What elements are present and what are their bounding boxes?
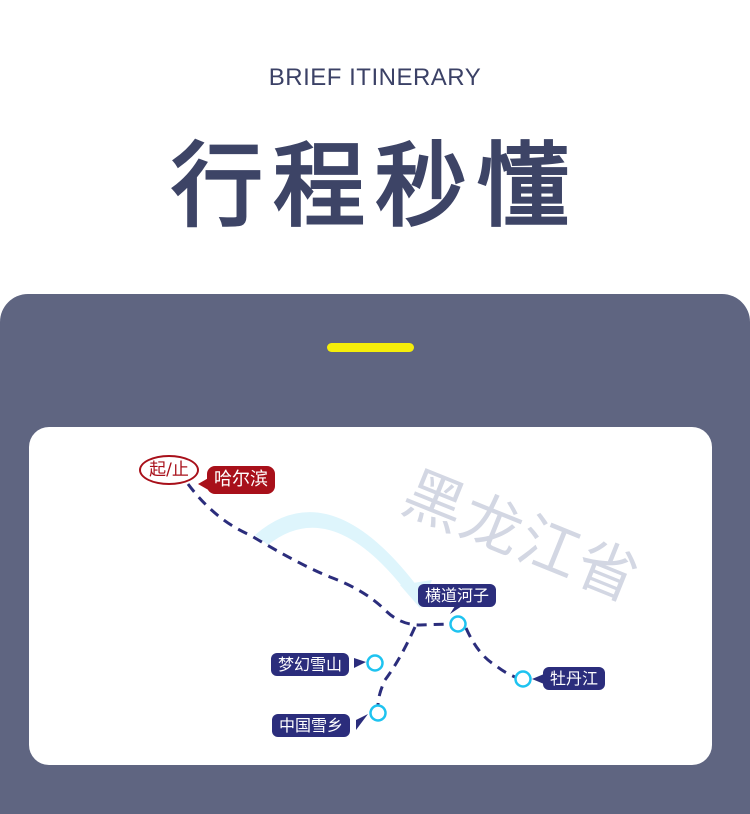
stop-label-mudanjiang: 牡丹江 [543, 667, 606, 690]
route-to-mudanjiang [464, 627, 516, 679]
node-xuexiang [369, 704, 387, 722]
route-to-xuexiang [376, 626, 417, 707]
direction-arrow [255, 512, 420, 590]
start-end-badge: 起/止 [139, 455, 199, 485]
stop-label-mengxuan: 梦幻雪山 [271, 653, 350, 676]
route-map [186, 476, 544, 730]
stop-label-xuexiang: 中国雪乡 [272, 714, 351, 737]
page-title: 行程秒懂 [170, 132, 579, 240]
node-mengxuan [366, 654, 384, 672]
route-harbin-hengdao [186, 483, 451, 627]
stop-label-hengdaohezi: 横道河子 [418, 584, 497, 607]
node-hengdaohezi [449, 615, 467, 633]
subtitle: BRIEF ITINERARY [268, 64, 482, 91]
accent-bar [327, 343, 414, 352]
node-mudanjiang [514, 670, 532, 688]
stop-label-harbin: 哈尔滨 [207, 466, 275, 494]
